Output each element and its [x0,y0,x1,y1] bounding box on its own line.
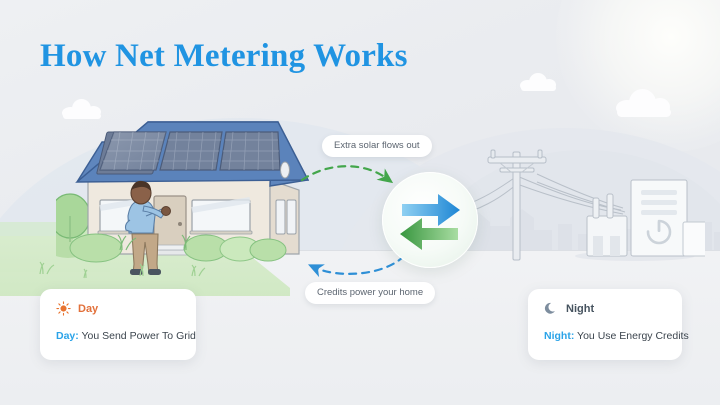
moon-icon [544,302,555,314]
front-shrubs [69,233,287,263]
horizon-line [0,250,720,251]
tree-icon [56,193,91,242]
page-title: How Net Metering Works [40,38,408,74]
solar-panel-array [96,131,281,175]
incoming-flow-label: Credits power your home [305,282,436,304]
day-card-title: Day [78,302,99,315]
net-metering-exchange-badge [382,172,478,268]
transformer-icon [586,193,628,257]
power-grid-illustration [455,149,705,261]
power-plant-icon [630,179,705,257]
arrow-right-icon [402,194,460,226]
sun-icon [56,301,71,316]
house-with-solar-panels-icon [56,121,310,275]
night-card-body: Night: You Use Energy Credits [544,330,689,342]
night-card-lead: Night: [544,330,575,342]
night-card-title: Night [566,302,595,315]
window-right [189,197,253,235]
day-card-header: Day [56,301,180,316]
day-card[interactable]: Day Day: You Send Power To Grid [40,289,196,360]
night-card[interactable]: Night Night: You Use Energy Credits [528,289,689,360]
utility-pole-icon [487,149,547,261]
night-card-text: You Use Energy Credits [574,330,689,342]
outgoing-flow-arrow [300,165,394,184]
day-card-text: You Send Power To Grid [78,330,196,342]
arrow-left-icon [400,218,458,250]
homeowner-icon [124,180,171,275]
day-card-lead: Day: [56,330,79,342]
window-wing [275,161,297,235]
outgoing-flow-label: Extra solar flows out [322,135,432,157]
incoming-flow-arrow [307,254,406,278]
day-card-body: Day: You Send Power To Grid [56,330,196,342]
grass-tufts [39,261,206,279]
night-card-header: Night [544,301,666,316]
